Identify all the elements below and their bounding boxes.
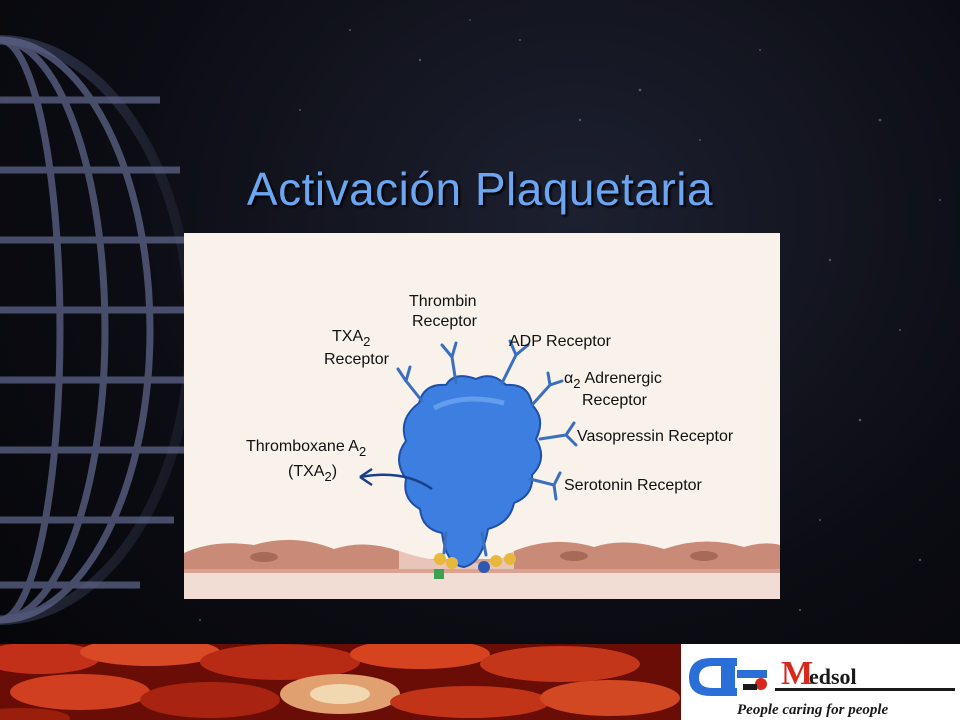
slide-title: Activación Plaquetaria bbox=[246, 163, 714, 215]
thromboxane-label-line2: (TXA2) bbox=[288, 463, 337, 484]
receptor-icons bbox=[396, 339, 578, 557]
thrombin-receptor-label-line2: Receptor bbox=[412, 313, 478, 330]
serotonin-receptor-label: Serotonin Receptor bbox=[564, 477, 703, 494]
vasopressin-receptor-label: Vasopressin Receptor bbox=[577, 428, 734, 445]
red-blood-cells-banner bbox=[0, 644, 681, 720]
txa2-receptor-label-line2: Receptor bbox=[324, 351, 390, 368]
platelet-activation-diagram: Thrombin Receptor TXA2 Receptor ADP Rece… bbox=[184, 233, 780, 599]
logo-name-rest: edsol bbox=[809, 664, 857, 689]
medsol-cross-emblem bbox=[689, 658, 767, 696]
medsol-logo: M edsol People caring for people bbox=[681, 644, 960, 720]
thromboxane-label-line1: Thromboxane A2 bbox=[246, 438, 366, 459]
txa2-release-arrow bbox=[359, 473, 433, 491]
alpha2-adrenergic-label-line2: Receptor bbox=[582, 392, 648, 409]
thrombin-receptor-label-line1: Thrombin bbox=[409, 293, 477, 310]
adhesion-molecules bbox=[434, 553, 516, 579]
platelet-cell bbox=[398, 375, 543, 569]
txa2-receptor-label-line1: TXA2 bbox=[332, 328, 370, 349]
logo-name-initial: M bbox=[781, 655, 813, 692]
logo-tagline: People caring for people bbox=[737, 702, 889, 718]
adp-receptor-label: ADP Receptor bbox=[509, 333, 612, 350]
